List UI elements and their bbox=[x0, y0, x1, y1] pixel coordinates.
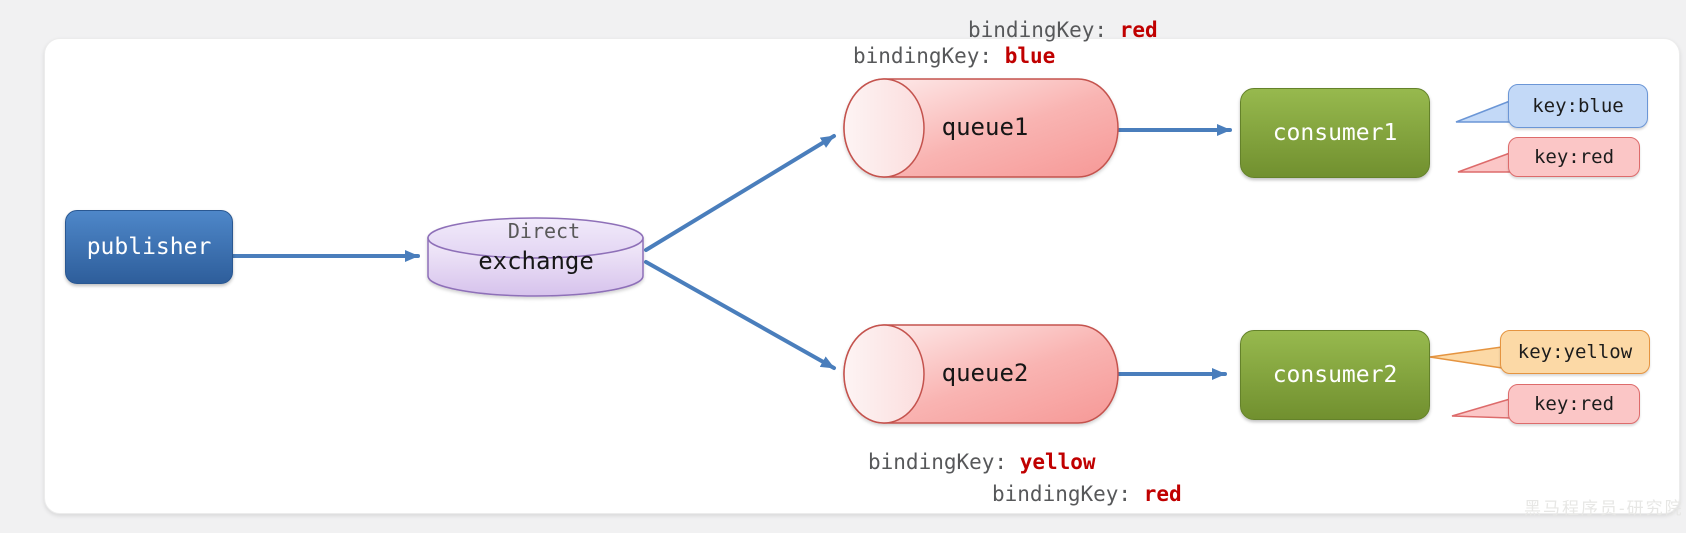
binding-key-prefix: bindingKey: bbox=[992, 482, 1144, 506]
binding-key-value: blue bbox=[1004, 44, 1056, 68]
callout-key-red-consumer2: key:red bbox=[1508, 384, 1640, 424]
queue1-label: queue1 bbox=[941, 113, 1029, 141]
binding-key-value: yellow bbox=[1019, 450, 1096, 474]
consumer1-label: consumer1 bbox=[1272, 120, 1398, 146]
binding-key-prefix: bindingKey: bbox=[868, 450, 1020, 474]
callout-key-yellow: key:yellow bbox=[1500, 330, 1650, 374]
watermark-text: 黑马程序员-研究院 bbox=[1524, 499, 1684, 518]
callout-label: key:red bbox=[1533, 393, 1615, 415]
consumer2-node: consumer2 bbox=[1240, 330, 1430, 420]
callout-label: key:red bbox=[1533, 146, 1615, 168]
consumer2-label: consumer2 bbox=[1272, 362, 1398, 388]
callout-label: key:blue bbox=[1532, 95, 1624, 117]
publisher-node: publisher bbox=[65, 210, 233, 284]
callout-key-red-consumer1: key:red bbox=[1508, 137, 1640, 177]
binding-key-queue2-yellow: bindingKey: yellow bbox=[868, 450, 1096, 474]
exchange-name-label: exchange bbox=[478, 247, 594, 275]
queue2-label: queue2 bbox=[941, 359, 1029, 387]
binding-key-value: red bbox=[1119, 18, 1158, 42]
callout-label: key:yellow bbox=[1517, 341, 1633, 363]
callout-key-blue: key:blue bbox=[1508, 84, 1648, 128]
binding-key-queue1-blue: bindingKey: blue bbox=[853, 44, 1055, 68]
binding-key-prefix: bindingKey: bbox=[968, 18, 1120, 42]
exchange-type-label: Direct bbox=[507, 219, 581, 243]
publisher-label: publisher bbox=[86, 234, 212, 260]
binding-key-value: red bbox=[1143, 482, 1182, 506]
diagram-card bbox=[44, 38, 1680, 514]
consumer1-node: consumer1 bbox=[1240, 88, 1430, 178]
binding-key-queue1-red: bindingKey: red bbox=[968, 18, 1158, 42]
binding-key-queue2-red: bindingKey: red bbox=[992, 482, 1182, 506]
binding-key-prefix: bindingKey: bbox=[853, 44, 1005, 68]
